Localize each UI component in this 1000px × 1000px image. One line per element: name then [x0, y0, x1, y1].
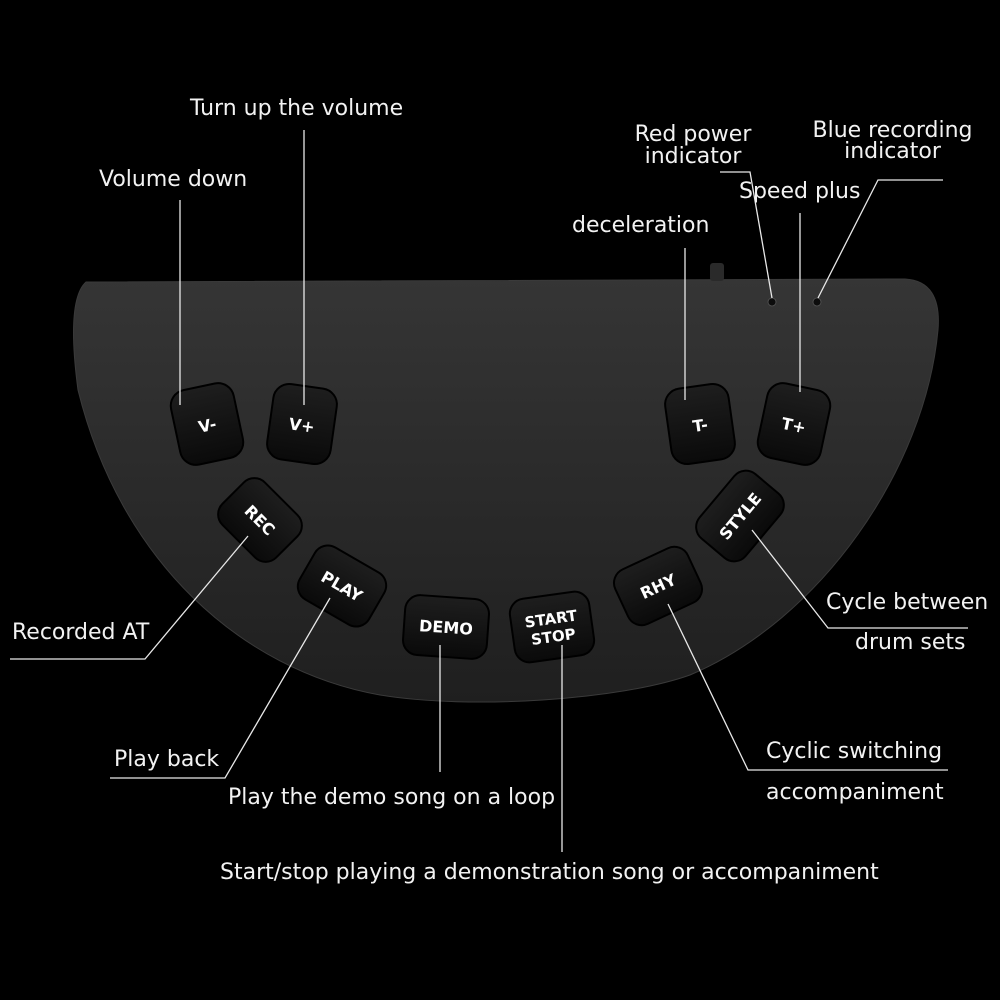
- callout-blue-recording-line2: indicator: [844, 139, 941, 164]
- rec-button[interactable]: REC: [212, 472, 308, 568]
- style-button[interactable]: STYLE: [690, 465, 790, 568]
- leader-line-recorded-at: [10, 535, 249, 660]
- leader-line-play-back: [110, 597, 331, 779]
- callout-recorded-at: Recorded AT: [12, 620, 150, 645]
- callout-cyclic-switching-line1: Cyclic switching: [766, 739, 943, 764]
- callout-deceleration: deceleration: [572, 213, 710, 238]
- v-minus-button[interactable]: V-: [168, 380, 246, 468]
- demo-button[interactable]: DEMO: [402, 594, 490, 660]
- red-power-indicator: [767, 297, 777, 307]
- v-plus-label: V+: [288, 414, 316, 436]
- rhy-button[interactable]: RHY: [609, 542, 707, 630]
- leader-line-style: [751, 529, 968, 629]
- callout-red-power-line2: indicator: [644, 144, 742, 169]
- start-stop-button[interactable]: START STOP: [508, 590, 596, 665]
- callout-cycle-drum-sets-line1: Cycle between: [826, 590, 989, 615]
- t-plus-button[interactable]: T+: [755, 380, 833, 468]
- callout-blue-recording-indicator: Blue recording indicator: [805, 118, 980, 164]
- play-button[interactable]: PLAY: [292, 540, 391, 632]
- callout-turn-up-volume: Turn up the volume: [190, 96, 404, 121]
- cable-stub: [710, 263, 724, 281]
- callout-start-stop-desc: Start/stop playing a demonstration song …: [220, 860, 879, 885]
- callout-red-power-indicator: Red power indicator: [628, 124, 758, 168]
- callout-play-demo-loop: Play the demo song on a loop: [228, 785, 556, 810]
- callout-cyclic-switching-line2: accompaniment: [766, 780, 944, 805]
- v-minus-label: V-: [197, 414, 218, 436]
- callout-blue-recording-line1: Blue recording: [812, 118, 973, 143]
- leader-line-red-power: [720, 171, 773, 299]
- blue-recording-indicator: [812, 297, 822, 307]
- callout-speed-plus: Speed plus: [739, 179, 861, 204]
- callout-play-back: Play back: [114, 747, 220, 772]
- t-minus-label: T-: [691, 415, 709, 436]
- leader-lines: [10, 130, 968, 852]
- callout-red-power-line1: Red power: [634, 122, 752, 147]
- leader-line-blue-recording: [817, 179, 943, 299]
- demo-label: DEMO: [419, 616, 474, 639]
- t-minus-button[interactable]: T-: [663, 382, 737, 466]
- v-plus-button[interactable]: V+: [265, 382, 339, 466]
- callout-cycle-drum-sets-line2: drum sets: [855, 630, 966, 655]
- control-panel: [73, 278, 939, 703]
- t-plus-label: T+: [780, 414, 808, 438]
- callout-volume-down: Volume down: [99, 167, 248, 192]
- leader-line-rhy: [667, 603, 948, 771]
